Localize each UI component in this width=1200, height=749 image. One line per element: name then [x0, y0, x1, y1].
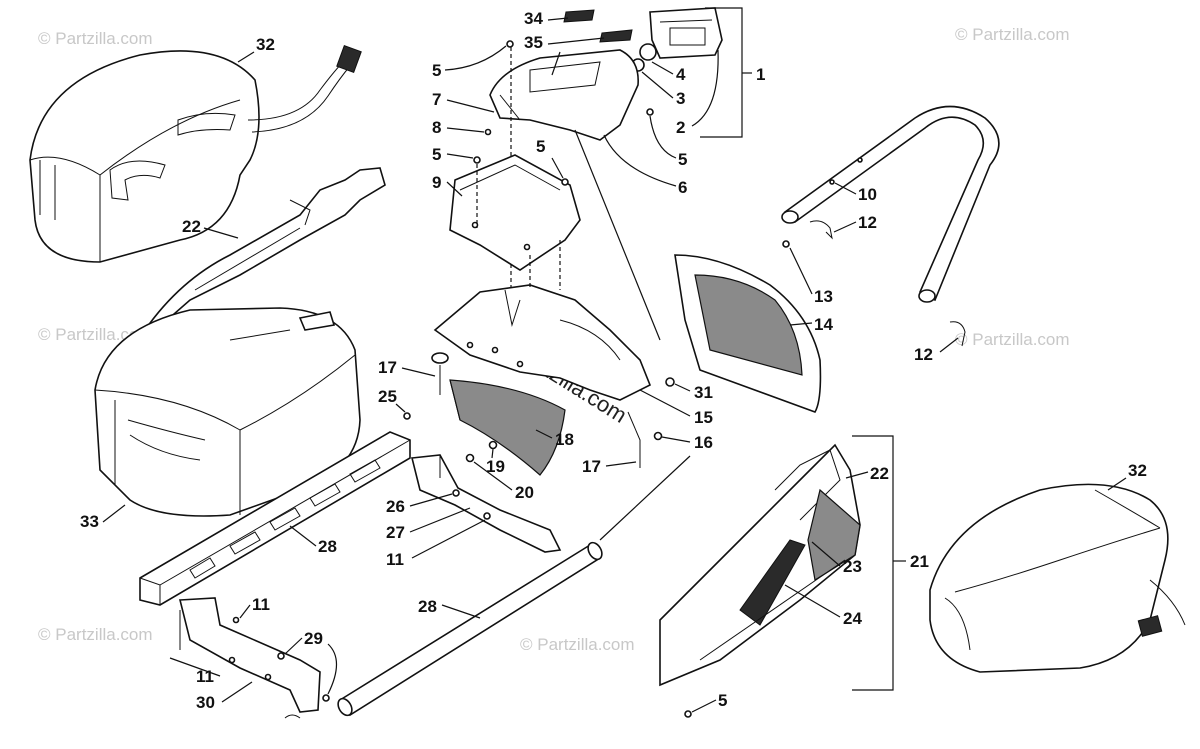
watermark: © Partzilla.com	[955, 330, 1070, 349]
callout-19: 19	[486, 457, 505, 476]
callout-27: 27	[386, 523, 405, 542]
watermark: © Partzilla.com	[955, 25, 1070, 44]
part-side-rail-right	[659, 443, 861, 687]
screw	[665, 377, 675, 387]
watermark: © Partzilla.com	[520, 635, 635, 654]
callout-3: 3	[676, 89, 685, 108]
clip	[431, 352, 449, 364]
part-flap	[449, 379, 566, 476]
part-bag-top-left	[29, 44, 362, 263]
callout-6: 6	[678, 178, 687, 197]
part-taillight	[631, 7, 723, 72]
callout-28b: 28	[418, 597, 437, 616]
callout-5a: 5	[432, 61, 441, 80]
callout-22b: 22	[870, 464, 889, 483]
part-bumper-bracket	[411, 454, 562, 553]
callout-12a: 12	[858, 213, 877, 232]
callout-18: 18	[555, 430, 574, 449]
part-hitch	[178, 597, 321, 719]
callout-23: 23	[843, 557, 862, 576]
callout-17b: 17	[582, 457, 601, 476]
nut	[465, 453, 475, 463]
callout-5c: 5	[432, 145, 441, 164]
callout-28a: 28	[318, 537, 337, 556]
screw	[473, 156, 481, 164]
callout-13: 13	[814, 287, 833, 306]
callout-7: 7	[432, 90, 441, 109]
screw	[684, 710, 692, 718]
callout-21: 21	[910, 552, 929, 571]
part-tail-housing	[489, 49, 639, 141]
screw	[646, 108, 654, 116]
callout-30: 30	[196, 693, 215, 712]
callout-5e: 5	[718, 691, 727, 710]
part-rail-left	[143, 167, 386, 337]
callout-8: 8	[432, 118, 441, 137]
rivet	[403, 412, 411, 420]
callout-29: 29	[304, 629, 323, 648]
callout-22a: 22	[182, 217, 201, 236]
callout-35: 35	[524, 33, 543, 52]
part-tunnel-rail	[139, 431, 411, 606]
part-bag-bottom-right	[929, 483, 1186, 673]
callout-32b: 32	[1128, 461, 1147, 480]
part-side-panel	[674, 254, 822, 413]
callout-17a: 17	[378, 358, 397, 377]
callout-26: 26	[386, 497, 405, 516]
bolt	[277, 652, 285, 660]
part-grab-bar	[781, 105, 1000, 303]
callout-11a: 11	[386, 550, 404, 569]
watermark: © Partzilla.com	[38, 29, 153, 48]
callout-34: 34	[524, 9, 543, 28]
part-bracket	[449, 154, 581, 271]
callout-4: 4	[676, 65, 686, 84]
callout-12b: 12	[914, 345, 933, 364]
part-decals	[563, 9, 633, 43]
callout-16: 16	[694, 433, 713, 452]
callout-31: 31	[694, 383, 713, 402]
bolt	[322, 694, 330, 702]
screw	[506, 40, 514, 48]
callout-15: 15	[694, 408, 713, 427]
screw	[782, 240, 790, 248]
callout-25: 25	[378, 387, 397, 406]
callout-11c: 11	[196, 667, 214, 686]
callout-14: 14	[814, 315, 833, 334]
callout-10: 10	[858, 185, 877, 204]
pin	[232, 616, 240, 624]
screw	[561, 178, 569, 186]
callout-11b: 11	[252, 595, 270, 614]
nut	[653, 431, 663, 441]
washer	[484, 128, 492, 136]
callout-20: 20	[515, 483, 534, 502]
callout-9: 9	[432, 173, 441, 192]
callout-2: 2	[676, 118, 685, 137]
watermark: © Partzilla.com	[38, 625, 153, 644]
callout-24: 24	[843, 609, 862, 628]
callout-5b: 5	[678, 150, 687, 169]
callout-33: 33	[80, 512, 99, 531]
callout-5d: 5	[536, 137, 545, 156]
part-seat	[94, 307, 361, 517]
callout-32a: 32	[256, 35, 275, 54]
washer	[488, 440, 498, 450]
callout-1: 1	[756, 65, 765, 84]
part-bumper-tube	[337, 541, 603, 717]
